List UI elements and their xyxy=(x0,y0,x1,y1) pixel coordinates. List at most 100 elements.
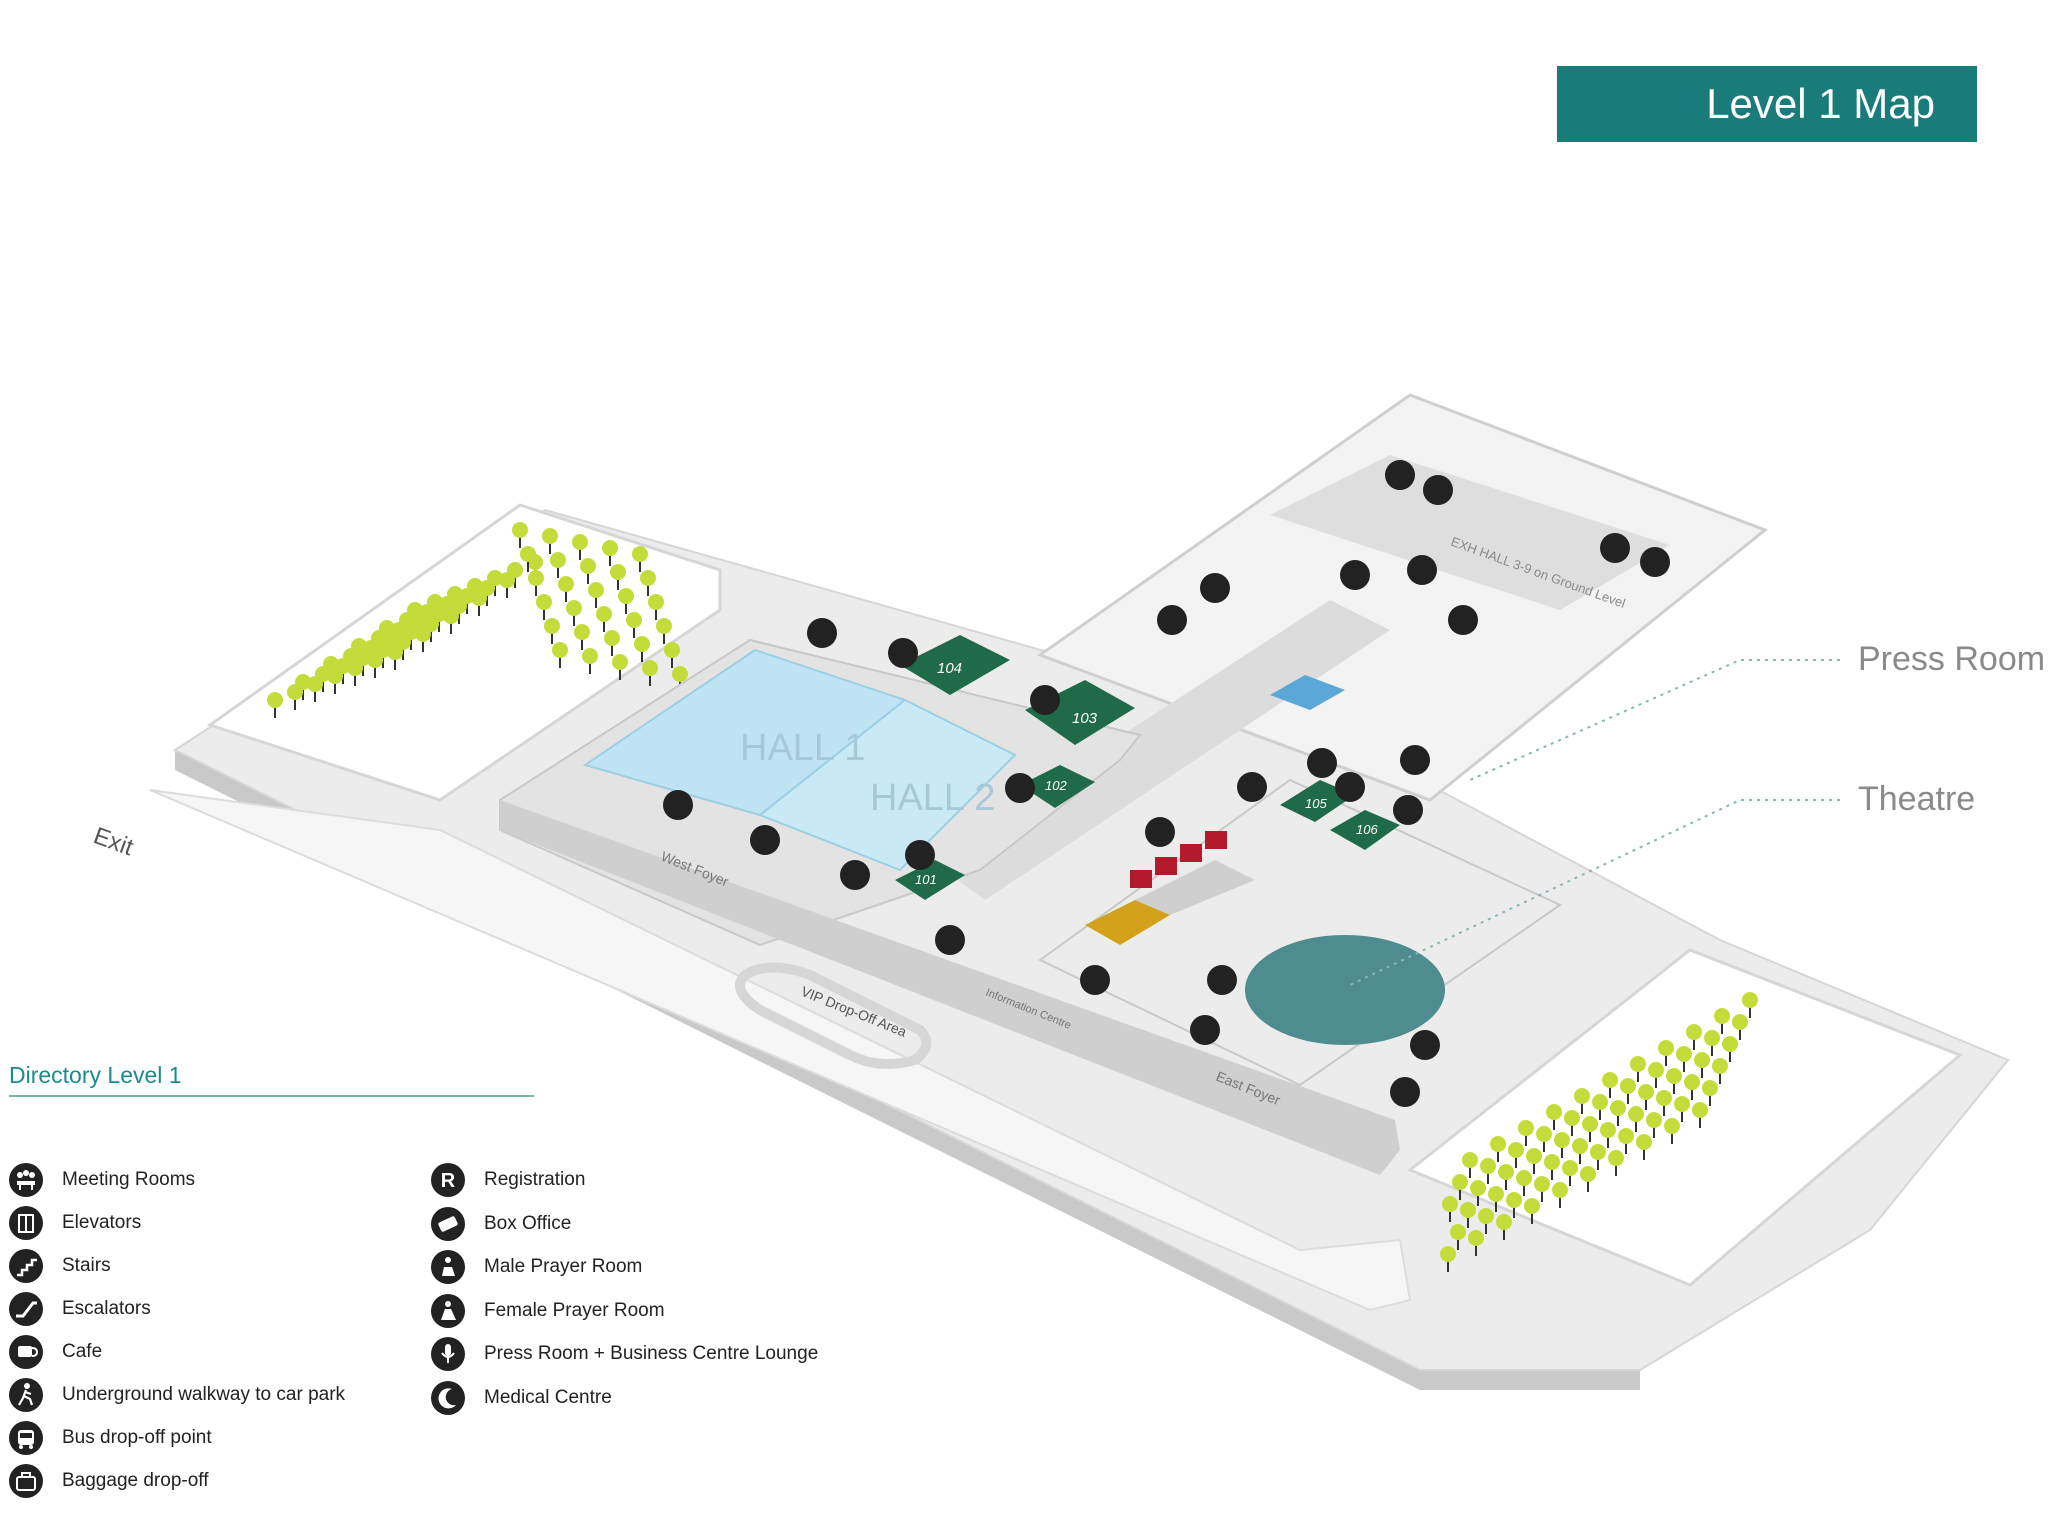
tree xyxy=(1620,1078,1636,1104)
tree xyxy=(1590,1144,1606,1170)
tree xyxy=(1574,1088,1590,1114)
map-icon-stairs[interactable] xyxy=(1640,547,1670,577)
legend-label: Escalators xyxy=(62,1298,151,1319)
map-icon-meeting[interactable] xyxy=(1030,685,1060,715)
legend-item: Press Room + Business Centre Lounge xyxy=(430,1336,818,1372)
map-icon-elevator[interactable] xyxy=(1207,965,1237,995)
svg-text:102: 102 xyxy=(1045,778,1067,793)
svg-text:103: 103 xyxy=(1072,710,1098,727)
map-icon-male-prayer[interactable] xyxy=(1400,745,1430,775)
tree xyxy=(1582,1116,1598,1142)
tree xyxy=(520,546,536,572)
map-icon-elevator[interactable] xyxy=(1423,475,1453,505)
central-corridor xyxy=(930,600,1390,900)
tree xyxy=(367,652,383,678)
tree xyxy=(1676,1046,1692,1072)
map-icon-escalator[interactable] xyxy=(1448,605,1478,635)
legend-item: Medical Centre xyxy=(430,1380,612,1416)
tree xyxy=(1684,1074,1700,1100)
tree xyxy=(596,606,612,632)
tree xyxy=(1602,1072,1618,1098)
tree xyxy=(1600,1122,1616,1148)
tree xyxy=(1554,1132,1570,1158)
map-icon-meeting[interactable] xyxy=(905,840,935,870)
tree xyxy=(558,576,574,602)
tree xyxy=(1516,1170,1532,1196)
tree xyxy=(1518,1120,1534,1146)
map-icon-stairs[interactable] xyxy=(1307,748,1337,778)
tree xyxy=(604,630,620,656)
map-icon-escalator[interactable] xyxy=(935,925,965,955)
legend-label: Male Prayer Room xyxy=(484,1256,643,1277)
tree xyxy=(566,600,582,626)
tree xyxy=(1664,1118,1680,1144)
hall-2 xyxy=(758,698,1017,872)
tree xyxy=(1742,992,1758,1018)
map-icon-elevator[interactable] xyxy=(1237,772,1267,802)
theatre-callout: Theatre xyxy=(1858,780,1976,818)
map-icon-medical[interactable] xyxy=(1200,573,1230,603)
tree xyxy=(387,644,403,670)
map-icon-meeting[interactable] xyxy=(1393,795,1423,825)
tree xyxy=(1544,1154,1560,1180)
legend-item: Box Office xyxy=(430,1206,571,1242)
tree xyxy=(542,528,558,554)
map-icon-cafe[interactable] xyxy=(1390,1077,1420,1107)
tree xyxy=(471,590,487,616)
room-104[interactable]: 104 xyxy=(900,635,1010,695)
map-icon-elevator[interactable] xyxy=(807,618,837,648)
map-icon-cafe[interactable] xyxy=(1407,555,1437,585)
map-icon-registration[interactable] xyxy=(1145,817,1175,847)
map-icon-elevator[interactable] xyxy=(1600,533,1630,563)
tree xyxy=(1656,1090,1672,1116)
tree xyxy=(1536,1126,1552,1152)
map-icon-escalator[interactable] xyxy=(1190,1015,1220,1045)
tree xyxy=(626,612,642,638)
map-icon-press-room[interactable] xyxy=(1080,965,1110,995)
tree xyxy=(1712,1058,1728,1084)
map-icon-meeting[interactable] xyxy=(1005,773,1035,803)
tree xyxy=(1648,1062,1664,1088)
theatre-leader xyxy=(1349,799,1840,986)
tree xyxy=(610,564,626,590)
tree xyxy=(602,540,618,566)
tree xyxy=(1524,1198,1540,1224)
male-prayer-icon xyxy=(430,1249,466,1285)
exh-hall-zone xyxy=(1270,455,1670,610)
meeting-rooms-icon xyxy=(8,1162,44,1198)
room-101[interactable]: 101 xyxy=(895,860,965,900)
room-106[interactable]: 106 xyxy=(1330,810,1400,850)
registration-desks xyxy=(1130,831,1227,888)
map-icon-escalator[interactable] xyxy=(663,790,693,820)
map-icon-female-prayer[interactable] xyxy=(1157,605,1187,635)
tree xyxy=(588,582,604,608)
legend-item: Cafe xyxy=(8,1334,102,1370)
map-icon-elevator[interactable] xyxy=(1410,1030,1440,1060)
tree xyxy=(1462,1152,1478,1178)
tree xyxy=(1468,1230,1484,1256)
map-icon-meeting[interactable] xyxy=(1335,772,1365,802)
tree xyxy=(347,660,363,686)
tree xyxy=(632,546,648,572)
svg-text:104: 104 xyxy=(937,660,962,677)
map-icon-escalator[interactable] xyxy=(750,825,780,855)
tree xyxy=(1506,1192,1522,1218)
svg-text:106: 106 xyxy=(1356,822,1378,837)
map-icon-escalator[interactable] xyxy=(1340,560,1370,590)
map-icon-stairs[interactable] xyxy=(1385,460,1415,490)
tree xyxy=(1666,1068,1682,1094)
tree xyxy=(642,660,658,686)
legend-label: Cafe xyxy=(62,1341,103,1362)
legend-label: Registration xyxy=(484,1169,586,1190)
tree xyxy=(1722,1036,1738,1062)
tree xyxy=(1630,1056,1646,1082)
cafe-icon xyxy=(8,1334,44,1370)
map-icon-meeting[interactable] xyxy=(888,638,918,668)
map-icon-elevator[interactable] xyxy=(840,860,870,890)
box-office-icon xyxy=(430,1206,466,1242)
press-room-leader xyxy=(1469,659,1840,781)
room-102[interactable]: 102 xyxy=(1020,765,1095,808)
legend-item: Meeting Rooms xyxy=(8,1162,195,1198)
tree xyxy=(1694,1052,1710,1078)
